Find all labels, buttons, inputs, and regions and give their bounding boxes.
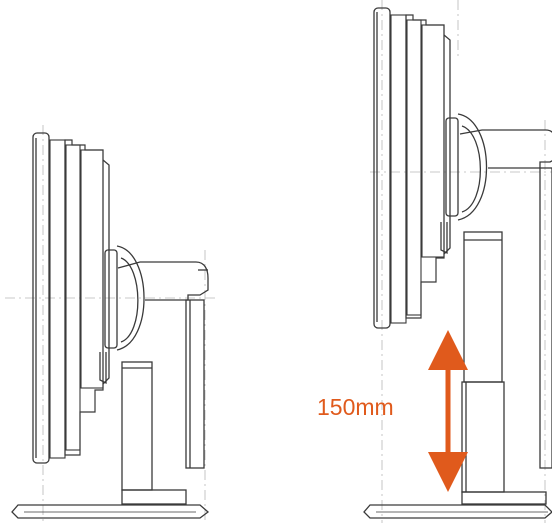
stand-base — [363, 504, 552, 519]
panel-bezel — [373, 7, 391, 329]
stand-column — [185, 299, 205, 469]
monitor-highest-position — [363, 0, 552, 523]
monitor-lowest-position — [5, 125, 215, 523]
stand-column — [539, 167, 552, 469]
stand-arm — [459, 129, 552, 169]
vesa-plate — [445, 117, 459, 217]
panel-bezel — [32, 132, 50, 464]
vesa-dome — [116, 245, 145, 351]
stand-arm — [117, 261, 209, 301]
guide-lines — [370, 0, 552, 523]
vesa-dome — [457, 113, 488, 221]
vesa-plate — [104, 249, 118, 349]
height-adjustment-label: 150mm — [317, 394, 394, 420]
guide-lines — [5, 125, 215, 523]
stand-base — [11, 504, 210, 519]
